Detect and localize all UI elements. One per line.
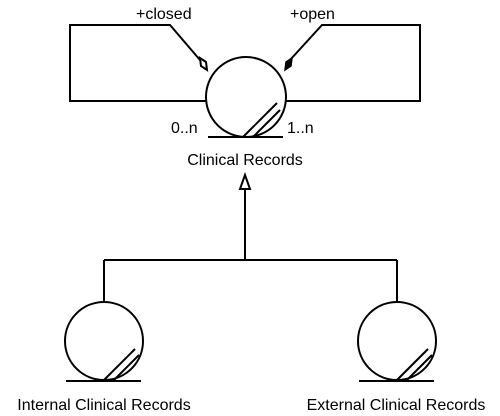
entity-clinical-records bbox=[205, 56, 287, 138]
entity-label-clinical: Clinical Records bbox=[187, 152, 303, 169]
entity-slash bbox=[242, 102, 278, 138]
filled-diamond-icon bbox=[284, 56, 293, 72]
entity-slash bbox=[395, 348, 429, 382]
entity-label-internal: Internal Clinical Records bbox=[17, 397, 190, 414]
entity-circle bbox=[357, 301, 437, 381]
entity-slash bbox=[102, 348, 136, 382]
entity-circle bbox=[64, 301, 144, 381]
association-left-loop bbox=[69, 24, 206, 102]
entity-label-external: External Clinical Records bbox=[307, 397, 486, 414]
entity-external-clinical-records bbox=[357, 301, 437, 382]
entity-slash bbox=[405, 354, 433, 382]
multiplicity-left-label: 0..n bbox=[171, 120, 198, 137]
association-right-loop bbox=[286, 24, 421, 102]
entity-slash bbox=[252, 109, 281, 138]
entity-circle bbox=[205, 56, 287, 138]
multiplicity-right-label: 1..n bbox=[287, 120, 314, 137]
entity-slash bbox=[112, 354, 140, 382]
entity-internal-clinical-records bbox=[64, 301, 144, 382]
open-diamond-icon bbox=[198, 55, 209, 73]
role-open-label: +open bbox=[290, 6, 335, 23]
role-closed-label: +closed bbox=[136, 6, 192, 23]
generalization-arrow-icon bbox=[238, 172, 252, 190]
